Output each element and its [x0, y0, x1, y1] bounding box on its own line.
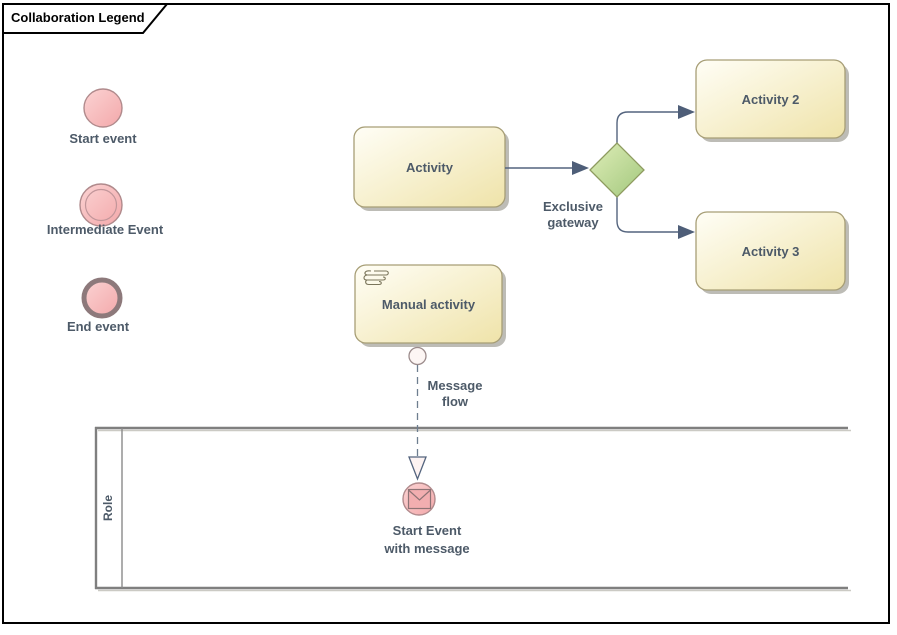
sequence-flow-line [616, 197, 679, 233]
message-flow-source-circle-icon [408, 346, 427, 366]
activity3-label: Activity 3 [741, 243, 800, 259]
message-flow-label-line2: flow [442, 394, 468, 409]
activity-node[interactable] [353, 126, 509, 211]
activity2-shape[interactable] [695, 59, 846, 139]
message-start-event-label: Start Event with message [357, 522, 497, 557]
activity2-label: Activity 2 [741, 91, 800, 107]
exclusive-gateway-label-line2: gateway [547, 215, 599, 230]
activity-label: Activity [406, 159, 453, 175]
sequence-flow-gateway-to-activity2[interactable] [616, 105, 695, 143]
message-flow-open-arrowhead-icon [408, 456, 427, 481]
exclusive-gateway-label-line1: Exclusive [543, 199, 603, 214]
sequence-flow-gateway-to-activity3[interactable] [616, 197, 695, 239]
lane-role-label: Role [101, 495, 115, 522]
exclusive-gateway-label: Exclusive gateway [513, 199, 633, 231]
manual-activity-node[interactable] [354, 264, 506, 347]
intermediate-event-outer-circle [79, 183, 123, 227]
lane-role[interactable] [94, 426, 851, 592]
intermediate-event-inner-circle [84, 188, 118, 222]
arrowhead-icon [678, 225, 695, 239]
manual-activity-shape[interactable] [354, 264, 503, 344]
activity-shape[interactable] [353, 126, 506, 208]
envelope-icon [407, 488, 432, 510]
end-event-label: End event [66, 319, 130, 334]
message-start-event-label-line1: Start Event [392, 523, 462, 538]
activity3-shape[interactable] [695, 211, 846, 291]
intermediate-event-label: Intermediate Event [46, 222, 164, 237]
activity3-node[interactable] [695, 211, 849, 294]
message-flow-label: Message flow [415, 378, 495, 410]
message-start-event-label-line2: with message [384, 540, 470, 556]
start-event-label: Start event [69, 131, 137, 146]
message-start-event-shape[interactable] [402, 482, 436, 516]
arrowhead-icon [572, 161, 589, 175]
sequence-flow-activity-to-gateway[interactable] [505, 161, 589, 175]
manual-hand-icon [363, 270, 389, 286]
end-event-shape[interactable] [81, 277, 123, 319]
legend-title: Collaboration Legend [11, 10, 145, 25]
message-flow-connector[interactable] [408, 346, 427, 481]
message-flow-label-line1: Message [427, 378, 483, 393]
legend-tab [2, 3, 170, 34]
arrowhead-icon [678, 105, 695, 119]
sequence-flow-line [616, 111, 679, 143]
exclusive-gateway-shape[interactable] [589, 142, 645, 198]
intermediate-event-shape[interactable] [79, 183, 123, 227]
manual-activity-label: Manual activity [381, 296, 476, 312]
start-event-shape[interactable] [83, 88, 123, 128]
activity2-node[interactable] [695, 59, 849, 142]
